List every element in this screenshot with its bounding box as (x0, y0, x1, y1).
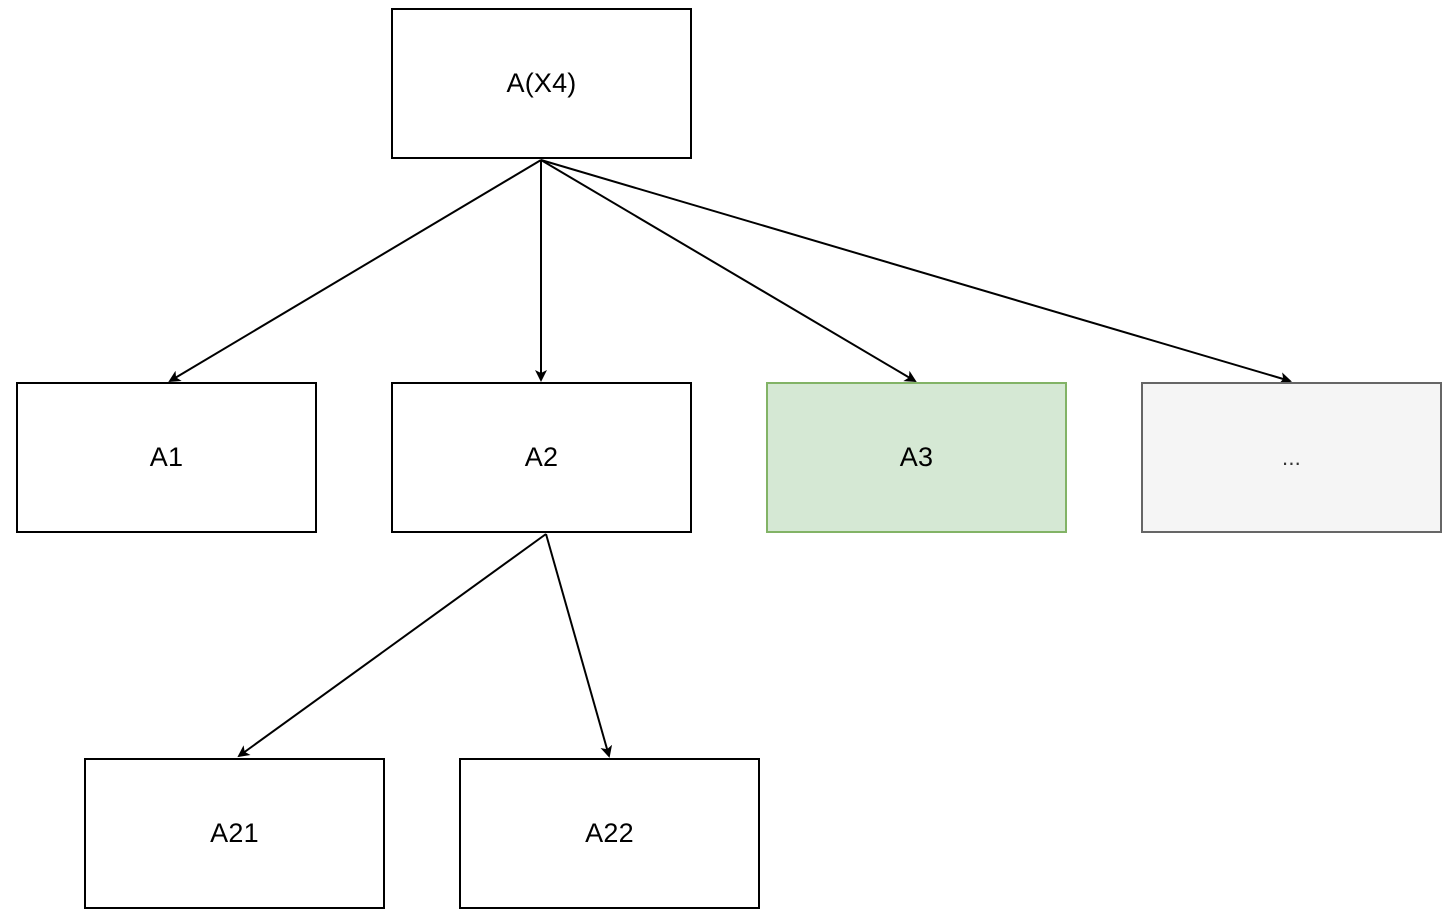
node-a1-label: A1 (149, 442, 184, 472)
node-a3-label: A3 (899, 442, 934, 472)
node-root[interactable]: A(X4) (391, 8, 692, 159)
node-more-label: ... (1282, 444, 1301, 470)
edge-root-a1 (168, 159, 542, 383)
node-a2-label: A2 (524, 442, 559, 472)
node-a3[interactable]: A3 (766, 382, 1067, 533)
edge-a2-a22 (545, 533, 613, 758)
node-more[interactable]: ... (1141, 382, 1442, 533)
node-a2[interactable]: A2 (391, 382, 692, 533)
node-a22-label: A22 (585, 818, 634, 848)
node-a21-label: A21 (210, 818, 259, 848)
edge-a2-a21 (237, 533, 547, 758)
node-root-label: A(X4) (506, 68, 577, 98)
node-a21[interactable]: A21 (84, 758, 385, 909)
edge-root-a3 (540, 159, 917, 383)
node-a1[interactable]: A1 (16, 382, 317, 533)
node-a22[interactable]: A22 (459, 758, 760, 909)
edge-root-more (540, 159, 1292, 384)
